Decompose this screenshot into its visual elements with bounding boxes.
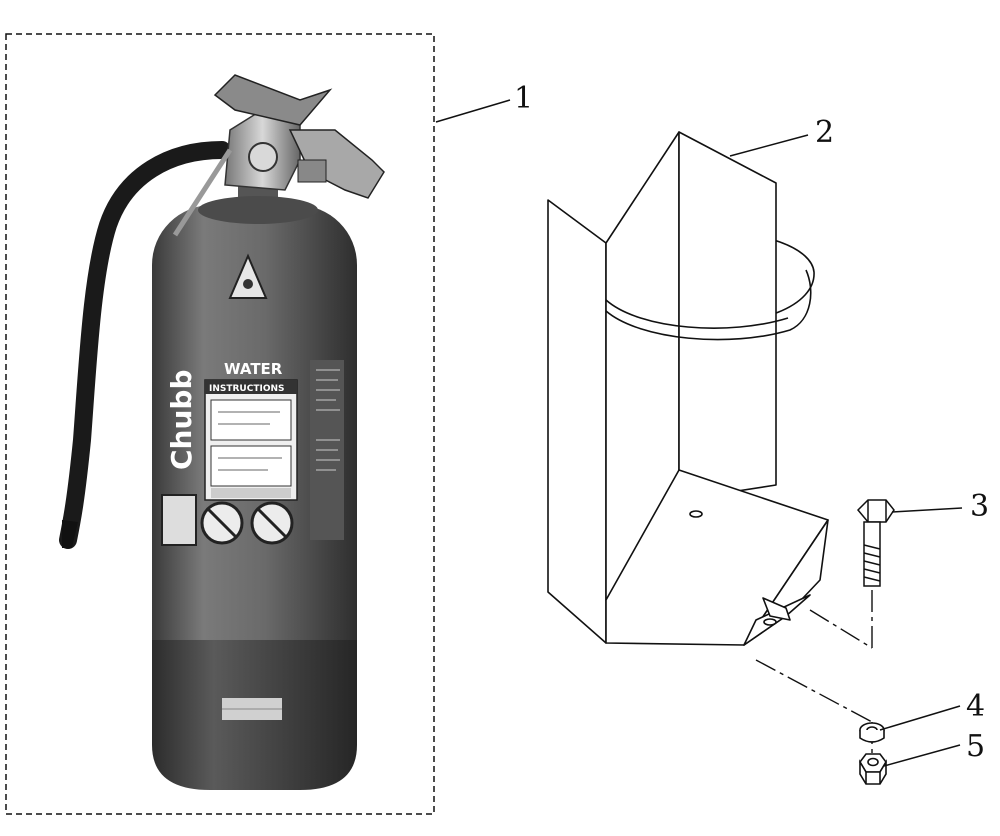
fire-extinguisher: Chubb WATER INSTRUCTIONS <box>59 74 385 790</box>
no-flammable-liquid-icon <box>250 501 294 545</box>
leader-3 <box>891 507 963 513</box>
extinguisher-boundary <box>5 33 435 815</box>
pressure-gauge <box>248 142 278 172</box>
carry-handle <box>213 74 333 126</box>
instructions-label: WATER INSTRUCTIONS <box>204 360 298 501</box>
callout-2: 2 <box>815 115 834 150</box>
brand-text: Chubb <box>165 369 198 470</box>
leader-1 <box>435 99 511 123</box>
leader-2 <box>729 134 809 157</box>
agent-text: WATER <box>224 360 283 378</box>
washer <box>859 722 885 743</box>
callout-1: 1 <box>514 81 533 116</box>
bolt <box>856 499 895 587</box>
callout-5: 5 <box>966 729 985 764</box>
hose-nozzle <box>62 520 78 548</box>
hose <box>59 141 231 549</box>
callout-3: 3 <box>970 489 989 524</box>
instructions-heading: INSTRUCTIONS <box>209 384 285 394</box>
nut <box>859 753 887 785</box>
side-text-panel <box>310 360 344 540</box>
warning-triangle-icon <box>228 253 268 299</box>
no-electric-icon <box>200 501 244 545</box>
leader-4 <box>879 705 961 731</box>
callout-4: 4 <box>966 689 985 724</box>
pictogram-square-icon <box>161 494 197 546</box>
extinguisher-bracket <box>547 131 829 646</box>
leader-5 <box>883 744 961 767</box>
